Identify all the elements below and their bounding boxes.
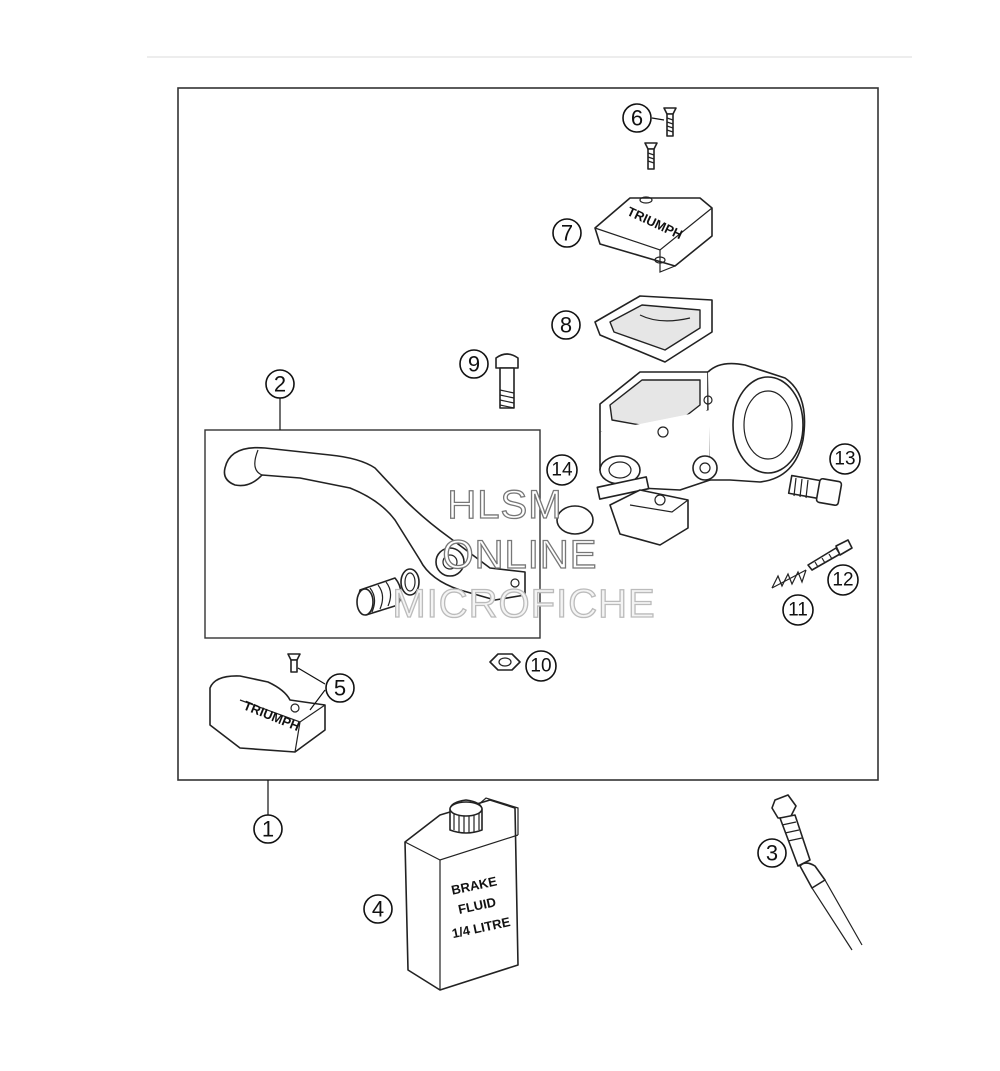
watermark-line3: MICROFICHE [392, 582, 655, 626]
callout-9: 9 [459, 349, 489, 379]
svg-text:2: 2 [274, 372, 286, 397]
svg-text:7: 7 [561, 221, 573, 246]
callout-4: 4 [363, 894, 393, 924]
svg-text:11: 11 [788, 600, 808, 621]
part-10-nut [489, 653, 521, 671]
callout-13: 13 [829, 443, 861, 475]
callout-12: 12 [827, 564, 859, 596]
callout-8: 8 [551, 310, 581, 340]
part-2-brake-lever [223, 446, 526, 616]
svg-text:12: 12 [832, 570, 853, 591]
svg-text:9: 9 [468, 352, 480, 377]
svg-text:8: 8 [560, 313, 572, 338]
part-9-pivot-bolt [495, 353, 519, 409]
callout-5: 5 [325, 673, 355, 703]
part-14-push-rod [556, 476, 689, 546]
svg-text:6: 6 [631, 106, 643, 131]
svg-text:4: 4 [372, 897, 384, 922]
svg-text:14: 14 [551, 460, 573, 481]
part-12-screw [807, 539, 853, 571]
callout-11: 11 [782, 594, 814, 626]
part-6-screws [644, 107, 677, 170]
part-11-spring [771, 569, 807, 589]
part-13-adjuster [787, 474, 843, 507]
callout-10: 10 [525, 650, 557, 682]
part-5-screw-and-guard: TRIUMPH [209, 653, 326, 753]
callout-7: 7 [552, 218, 582, 248]
part-4-brake-fluid-bottle: BRAKE FLUID 1/4 LITRE [404, 797, 519, 991]
watermark-line1: HLSM [447, 483, 562, 527]
master-cylinder-body [599, 362, 806, 491]
callout-3: 3 [757, 838, 787, 868]
svg-text:1: 1 [262, 817, 274, 842]
callout-1: 1 [253, 814, 283, 844]
part-8-diaphragm [594, 295, 713, 363]
callout-6: 6 [622, 103, 652, 133]
svg-text:13: 13 [834, 449, 855, 470]
callout-2: 2 [265, 369, 295, 399]
svg-text:10: 10 [530, 656, 551, 677]
assembly-frame [177, 87, 879, 781]
lever-subframe [204, 429, 541, 639]
callout-14: 14 [546, 454, 578, 486]
part-3-brake-hose [771, 794, 863, 951]
watermark: HLSM ONLINE MICROFICHE [392, 482, 656, 626]
svg-text:5: 5 [334, 676, 346, 701]
svg-text:3: 3 [766, 841, 778, 866]
part-7-reservoir-cover: TRIUMPH [594, 196, 713, 273]
leader-lines [267, 117, 665, 815]
watermark-line2: ONLINE [443, 533, 598, 577]
